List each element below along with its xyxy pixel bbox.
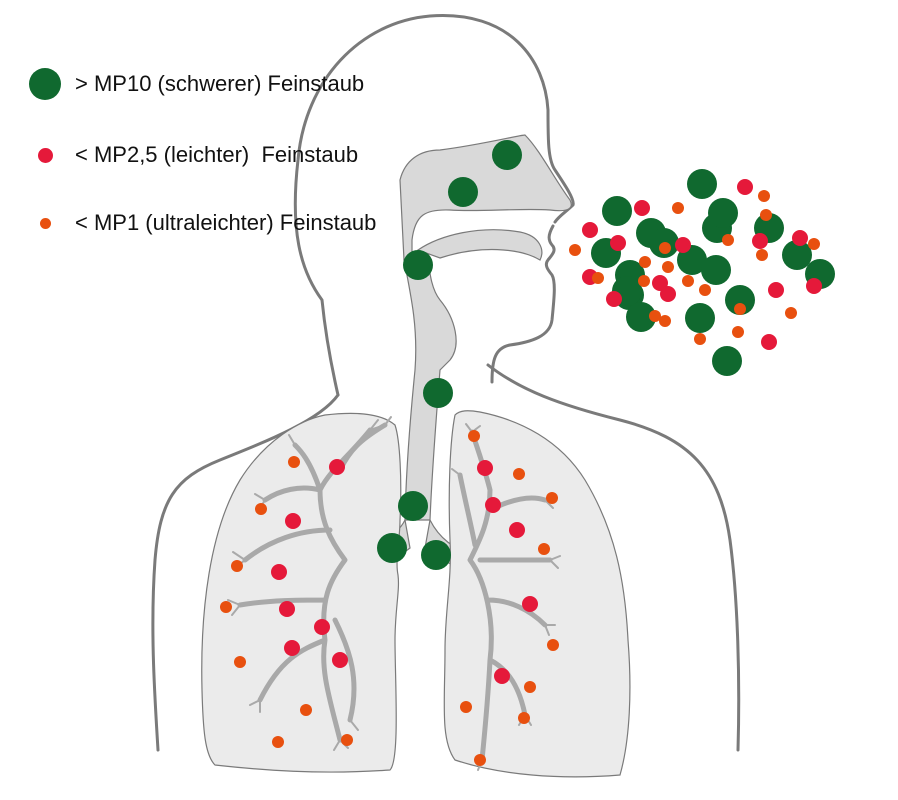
legend-item-pm25: < MP2,5 (leichter) Feinstaub [0, 142, 358, 168]
particle-pm1 [659, 242, 671, 254]
particle-pm1 [592, 272, 604, 284]
particle-pm25 [329, 459, 345, 475]
particle-pm1 [662, 261, 674, 273]
nasal-cavity [399, 134, 572, 261]
particle-pm25 [675, 237, 691, 253]
particle-pm25 [768, 282, 784, 298]
particle-pm1 [694, 333, 706, 345]
particle-pm10 [687, 169, 717, 199]
particle-pm1 [639, 256, 651, 268]
particle-pm25 [737, 179, 753, 195]
particle-pm1 [341, 734, 353, 746]
particle-pm10 [685, 303, 715, 333]
particle-pm1 [300, 704, 312, 716]
right-bronchial-branches [457, 429, 553, 763]
particle-pm1 [659, 315, 671, 327]
particle-pm25 [285, 513, 301, 529]
particle-pm1 [756, 249, 768, 261]
particle-pm1 [547, 639, 559, 651]
particle-pm1 [538, 543, 550, 555]
legend: > MP10 (schwerer) Feinstaub < MP2,5 (lei… [0, 0, 440, 260]
face-profile [490, 224, 556, 384]
particle-pm25 [332, 652, 348, 668]
particle-pm25 [606, 291, 622, 307]
particle-pm25 [509, 522, 525, 538]
particle-pm1 [474, 754, 486, 766]
particle-pm10 [626, 302, 656, 332]
particle-pm25 [582, 222, 598, 238]
particle-pm25 [634, 200, 650, 216]
particle-pm1 [288, 456, 300, 468]
particle-pm1 [272, 736, 284, 748]
particle-pm1 [785, 307, 797, 319]
particle-pm25 [792, 230, 808, 246]
particle-pm25 [761, 334, 777, 350]
particle-pm25 [652, 275, 668, 291]
legend-swatch-pm25 [37, 147, 53, 163]
particle-pm10 [492, 140, 522, 170]
particle-pm1 [513, 468, 525, 480]
particle-pm25 [660, 286, 676, 302]
particle-pm1 [722, 234, 734, 246]
particle-pm1 [546, 492, 558, 504]
particle-pm1 [699, 284, 711, 296]
particle-pm1 [732, 326, 744, 338]
particle-pm1 [638, 275, 650, 287]
particle-pm10 [712, 346, 742, 376]
particle-pm1 [649, 310, 661, 322]
legend-label-pm25: < MP2,5 (leichter) Feinstaub [75, 142, 359, 167]
legend-item-pm10: > MP10 (schwerer) Feinstaub [0, 68, 364, 100]
particle-pm1 [569, 244, 581, 256]
particle-pm10 [708, 198, 738, 228]
legend-swatch-pm10 [29, 68, 61, 100]
particles-layer [220, 140, 835, 766]
bronchial-tree [227, 416, 561, 771]
particle-pm10 [725, 285, 755, 315]
palate [416, 229, 543, 261]
particle-pm10 [421, 540, 451, 570]
particle-pm1 [234, 656, 246, 668]
particle-pm25 [314, 619, 330, 635]
legend-label-pm1: < MP1 (ultraleichter) Feinstaub [75, 210, 377, 235]
head-outline [293, 14, 575, 397]
particle-pm1 [758, 190, 770, 202]
particle-pm10 [377, 533, 407, 563]
particle-pm10 [602, 196, 632, 226]
legend-label-pm10: > MP10 (schwerer) Feinstaub [75, 71, 365, 96]
particle-pm10 [423, 378, 453, 408]
particle-pm1 [734, 303, 746, 315]
particle-pm10 [782, 240, 812, 270]
particle-pm1 [524, 681, 536, 693]
particle-pm1 [220, 601, 232, 613]
particle-pm1 [682, 275, 694, 287]
legend-swatch-pm1 [39, 217, 51, 229]
particle-pm25 [271, 564, 287, 580]
particle-pm25 [279, 601, 295, 617]
right-lung [443, 410, 631, 778]
particle-pm25 [485, 497, 501, 513]
particle-pm10 [403, 250, 433, 280]
particle-pm1 [460, 701, 472, 713]
particle-pm1 [518, 712, 530, 724]
particle-pm25 [477, 460, 493, 476]
right-shoulder [486, 363, 741, 752]
particle-pm25 [806, 278, 822, 294]
particle-pm25 [752, 233, 768, 249]
left-lung [201, 412, 402, 773]
particle-pm1 [468, 430, 480, 442]
particle-pm25 [522, 596, 538, 612]
particle-pm25 [610, 235, 626, 251]
particle-pm1 [255, 503, 267, 515]
legend-item-pm1: < MP1 (ultraleichter) Feinstaub [0, 210, 376, 236]
particle-pm1 [808, 238, 820, 250]
particle-pm1 [672, 202, 684, 214]
particle-pm1 [231, 560, 243, 572]
particle-pm10 [701, 255, 731, 285]
particle-pm25 [284, 640, 300, 656]
particle-pm10 [448, 177, 478, 207]
particle-pm10 [398, 491, 428, 521]
particle-pm25 [494, 668, 510, 684]
particle-pm1 [760, 209, 772, 221]
